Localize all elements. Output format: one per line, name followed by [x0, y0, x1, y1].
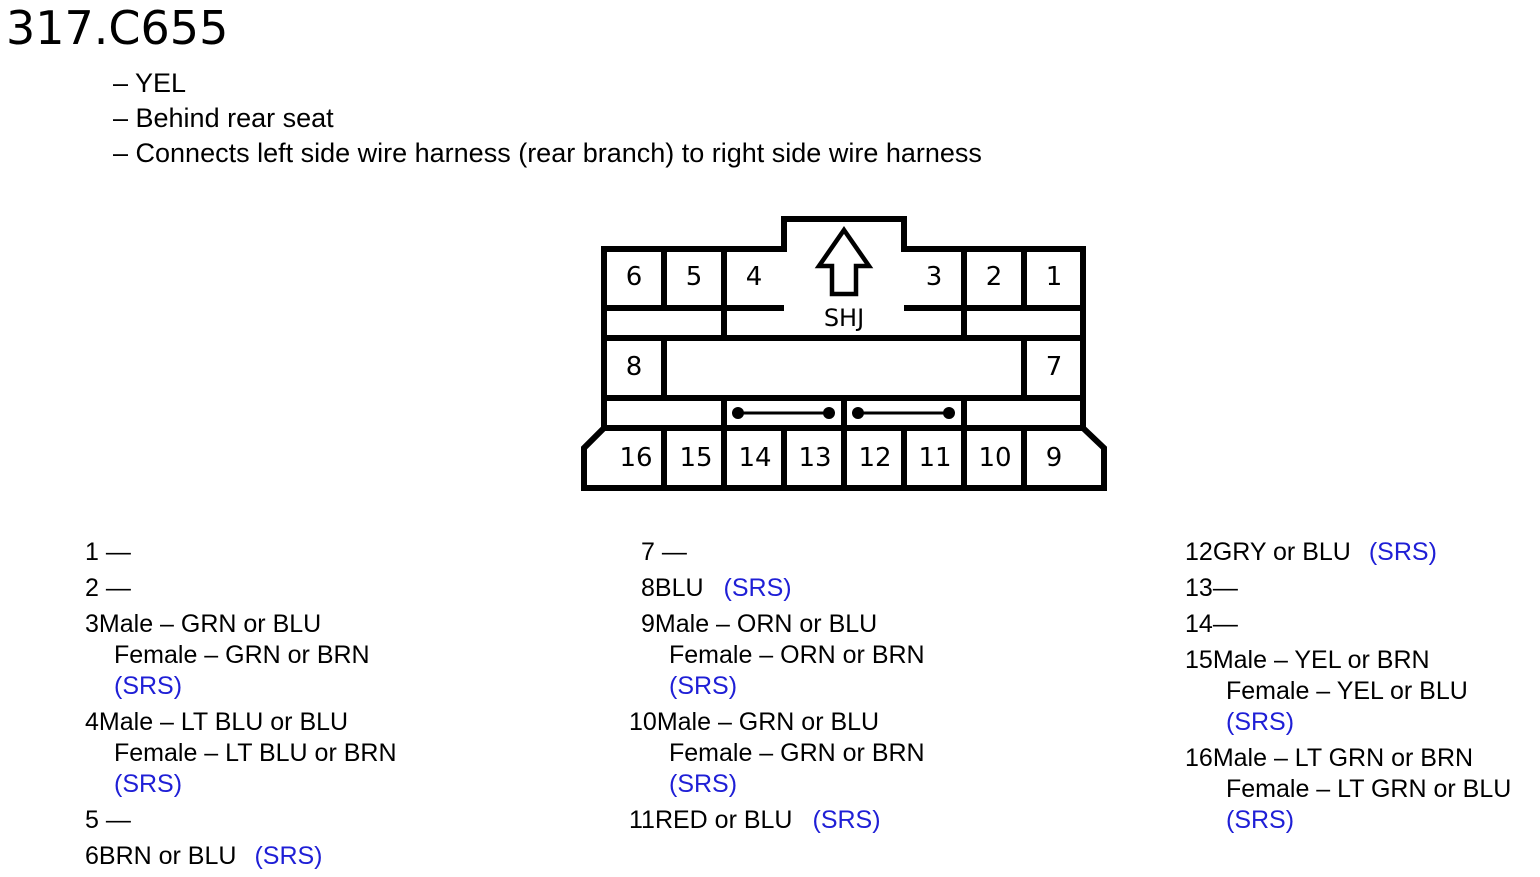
- pin-label-13: 13: [798, 443, 831, 473]
- pin-entry-2: 2 —: [85, 574, 131, 602]
- short-bar-14-13: [732, 407, 835, 419]
- pin-entry-8: 8BLU(SRS): [641, 574, 792, 602]
- info-color: – YEL: [113, 68, 187, 98]
- pin-list-column-1: 1 — 2 — 3Male – GRN or BLU Female – GRN …: [85, 537, 397, 877]
- srs-note: (SRS): [114, 770, 183, 798]
- page-title: 317.C655: [6, 1, 229, 55]
- pin-entry-15: 15Male – YEL or BRN Female – YEL or BLU …: [1185, 645, 1511, 738]
- pin-label-15: 15: [679, 443, 712, 473]
- pin-label-12: 12: [858, 443, 891, 473]
- pin-label-14: 14: [738, 443, 771, 473]
- srs-note: (SRS): [114, 672, 183, 700]
- pin-entry-14: 14—: [1185, 610, 1238, 638]
- pin-label-9: 9: [1046, 443, 1063, 473]
- pin-list-column-3: 12GRY or BLU(SRS) 13— 14— 15Male – YEL o…: [1185, 537, 1511, 841]
- srs-note: (SRS): [669, 672, 738, 700]
- pin-entry-10: 10Male – GRN or BLU Female – GRN or BRN …: [629, 708, 925, 798]
- pin-label-10: 10: [978, 443, 1011, 473]
- short-bar-12-11: [852, 407, 955, 419]
- arrow-up-icon: [814, 226, 874, 297]
- pin-label-6: 6: [626, 262, 643, 292]
- pin-label-3: 3: [926, 262, 943, 292]
- pin-entry-11: 11RED or BLU(SRS): [629, 806, 881, 834]
- pin-label-7: 7: [1046, 352, 1063, 382]
- pin-entry-5: 5 —: [85, 806, 131, 834]
- srs-note: (SRS): [254, 842, 323, 870]
- srs-note: (SRS): [1368, 538, 1437, 566]
- pin-list-column-2: 7 — 8BLU(SRS) 9Male – ORN or BLU Female …: [629, 537, 925, 841]
- pin-label-4: 4: [746, 262, 763, 292]
- shj-label: SHJ: [824, 304, 864, 332]
- info-connects: – Connects left side wire harness (rear …: [113, 138, 982, 168]
- srs-note: (SRS): [669, 770, 738, 798]
- pin-label-5: 5: [686, 262, 703, 292]
- pin-entry-1: 1 —: [85, 538, 131, 566]
- pin-entry-6: 6BRN or BLU(SRS): [85, 842, 323, 870]
- srs-note: (SRS): [1226, 708, 1295, 736]
- pin-label-2: 2: [986, 262, 1003, 292]
- pin-label-11: 11: [918, 443, 951, 473]
- connector-info: – YEL – Behind rear seat – Connects left…: [113, 66, 982, 171]
- pin-entry-12: 12GRY or BLU(SRS): [1185, 538, 1437, 566]
- pin-entry-4: 4Male – LT BLU or BLU Female – LT BLU or…: [85, 708, 397, 798]
- srs-note: (SRS): [1226, 806, 1295, 834]
- pin-entry-3: 3Male – GRN or BLU Female – GRN or BRN (…: [85, 609, 397, 702]
- srs-note: (SRS): [723, 574, 792, 602]
- pin-entry-9: 9Male – ORN or BLU Female – ORN or BRN (…: [641, 610, 925, 700]
- pin-label-16: 16: [619, 443, 652, 473]
- srs-note: (SRS): [812, 806, 881, 834]
- info-location: – Behind rear seat: [113, 103, 334, 133]
- pin-entry-13: 13—: [1185, 574, 1238, 602]
- pin-entry-7: 7 —: [641, 538, 687, 566]
- pin-entry-16: 16Male – LT GRN or BRN Female – LT GRN o…: [1185, 744, 1512, 834]
- pin-label-1: 1: [1046, 262, 1063, 292]
- pin-label-8: 8: [626, 352, 643, 382]
